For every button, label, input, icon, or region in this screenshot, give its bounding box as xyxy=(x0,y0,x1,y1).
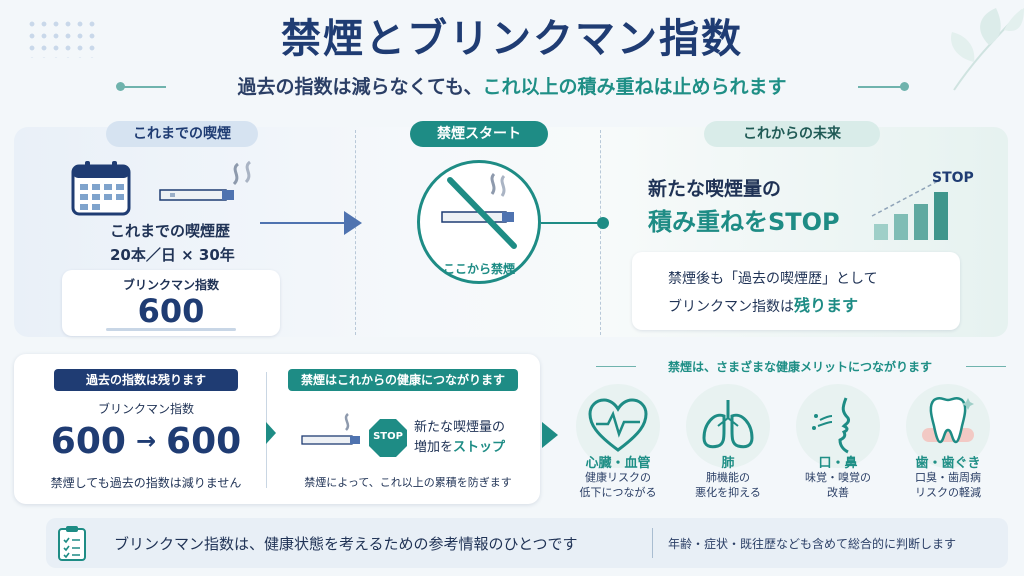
past-index-from: 600 xyxy=(50,420,126,462)
footer-side-text: 年齢・症状・既往歴なども含めて総合的に判断します xyxy=(668,537,957,551)
past-index-card-value: 600 xyxy=(137,292,205,330)
benefit-desc-lungs-2: 悪化を抑える xyxy=(695,486,761,499)
benefit-desc-face-2: 改善 xyxy=(827,486,849,499)
health-link-line2: 増加をストップ xyxy=(414,436,505,455)
footer-main-text: ブリンクマン指数は、健康状態を考えるための参考情報のひとつです xyxy=(114,535,578,553)
future-note-card: 禁煙後も「過去の喫煙歴」として ブリンクマン指数は残ります xyxy=(632,252,960,330)
stop-label: STOP xyxy=(932,170,974,186)
lungs-circle xyxy=(686,384,770,468)
face-circle xyxy=(796,384,880,468)
calendar-icon xyxy=(71,161,131,216)
page-title: 禁煙とブリンクマン指数 xyxy=(281,16,743,62)
benefit-desc-heart: 健康リスクの 低下につながる xyxy=(568,470,668,500)
past-index-note: 禁煙しても過去の指数は減りません xyxy=(50,476,242,490)
past-index-to: 600 xyxy=(166,420,242,462)
footer-divider xyxy=(652,528,653,558)
past-history-label: これまでの喫煙歴 xyxy=(110,222,231,240)
page-subtitle: 過去の指数は減らなくても、これ以上の積み重ねは止められます xyxy=(0,72,1024,99)
divider-dashed-1 xyxy=(355,130,356,335)
no-smoking-icon xyxy=(441,172,517,249)
health-link-line2-b: ストップ xyxy=(453,440,506,455)
stop-sign-icon xyxy=(369,419,407,457)
benefits-heading: 禁煙は、さまざまな健康メリットにつながります xyxy=(667,360,932,374)
arrow-right-icon xyxy=(260,211,362,235)
past-smoking-label: これまでの喫煙 xyxy=(106,121,258,147)
future-line2: 積み重ねをSTOP xyxy=(648,208,840,236)
leaf-decoration-icon xyxy=(950,8,1024,91)
subtitle-line-right xyxy=(858,86,904,88)
face-icon xyxy=(812,397,850,454)
benefit-desc-lungs-1: 肺機能の xyxy=(706,471,750,484)
divider-dashed-2 xyxy=(600,130,601,335)
subtitle-main: 過去の指数は減らなくても、 xyxy=(237,76,483,98)
benefit-name-tooth: 歯・歯ぐき xyxy=(915,456,981,471)
future-note-line2-a: ブリンクマン指数は xyxy=(668,299,794,315)
dot-pattern-decoration xyxy=(26,18,96,58)
footer-bar xyxy=(46,518,1008,568)
future-line1: 新たな喫煙量の xyxy=(648,178,782,200)
stop-bar-graph-icon xyxy=(871,179,948,240)
past-index-tag: 過去の指数は残ります xyxy=(54,369,238,391)
benefit-desc-heart-2: 低下につながる xyxy=(579,486,657,499)
benefits-line-left xyxy=(596,366,636,367)
quit-start-caption: ここから禁煙 xyxy=(442,262,515,276)
connector-line xyxy=(541,222,603,224)
health-link-line2-a: 増加を xyxy=(414,440,454,455)
cigarette-icon xyxy=(159,160,252,201)
benefits-line-right xyxy=(966,366,1006,367)
past-history-detail: 20本／日 × 30年 xyxy=(110,246,235,264)
connector-dot xyxy=(597,217,609,229)
past-index-card: ブリンクマン指数 600 xyxy=(62,270,280,336)
benefit-desc-tooth-1: 口臭・歯周病 xyxy=(915,471,981,484)
stop-sign-text: STOP xyxy=(373,431,403,442)
heart-circle xyxy=(576,384,660,468)
benefit-desc-tooth-2: リスクの軽減 xyxy=(915,486,981,499)
benefit-desc-face-1: 味覚・嗅覚の xyxy=(805,471,871,484)
quit-start-label: 禁煙スタート xyxy=(410,121,548,147)
past-index-card-label: ブリンクマン指数 xyxy=(122,278,219,292)
future-label: これからの未来 xyxy=(704,121,880,147)
subtitle-dot-left xyxy=(116,82,125,91)
subtitle-highlight: これ以上の積み重ねは止められます xyxy=(482,76,787,98)
chevron-right-icon-2 xyxy=(542,422,558,448)
heart-icon xyxy=(588,398,648,452)
past-index-label: ブリンクマン指数 xyxy=(97,402,194,416)
chevron-right-icon xyxy=(266,422,276,444)
benefit-desc-tooth: 口臭・歯周病 リスクの軽減 xyxy=(898,470,998,500)
subtitle-dot-right xyxy=(900,82,909,91)
future-note-line1: 禁煙後も「過去の喫煙歴」として xyxy=(668,271,878,287)
benefit-desc-heart-1: 健康リスクの xyxy=(585,471,651,484)
small-cigarette-icon xyxy=(301,413,360,445)
benefit-name-heart: 心臓・血管 xyxy=(585,456,651,471)
clipboard-icon xyxy=(58,526,86,561)
future-note-line2-b: 残ります xyxy=(794,296,859,315)
health-link-tag: 禁煙はこれからの健康につながります xyxy=(288,369,518,391)
benefit-desc-lungs: 肺機能の 悪化を抑える xyxy=(678,470,778,500)
benefit-name-face: 口・鼻 xyxy=(818,456,858,471)
benefit-name-lungs: 肺 xyxy=(721,456,735,471)
arrow-icon: → xyxy=(135,427,157,455)
tooth-icon xyxy=(922,396,974,444)
health-link-note: 禁煙によって、これ以上の累積を防ぎます xyxy=(304,476,512,489)
health-link-line1: 新たな喫煙量の xyxy=(414,420,506,435)
lungs-icon xyxy=(702,400,754,449)
subtitle-line-left xyxy=(120,86,166,88)
benefit-desc-face: 味覚・嗅覚の 改善 xyxy=(788,470,888,500)
past-index-values: 600 → 600 xyxy=(46,416,246,466)
future-note-line2: ブリンクマン指数は残ります xyxy=(668,292,858,316)
value-underline xyxy=(106,328,236,331)
